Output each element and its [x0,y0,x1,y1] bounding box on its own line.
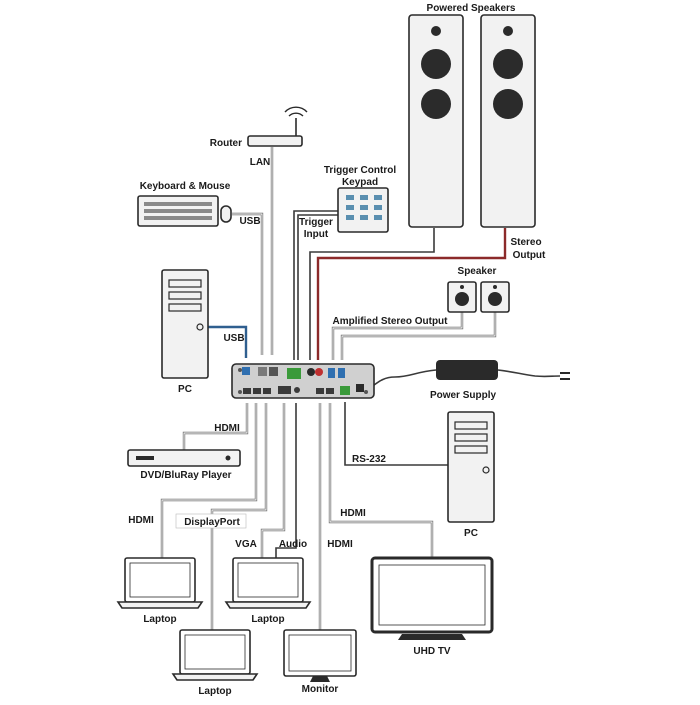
speakers: Speaker Amplified Stereo Output [333,266,510,327]
monitor-icon [283,629,357,677]
laptop-3-label: Laptop [198,686,231,697]
laptop-icon [179,629,251,675]
rs232-port-icon [340,386,350,395]
pc-tower-right [447,411,495,523]
router-label: Router [210,138,242,149]
dvd-hdmi-label: HDMI [214,423,240,434]
laptop-icon [232,557,304,603]
displayport-label-box [175,513,247,529]
keyboard-usb-label: USB [239,216,260,227]
speaker-terminal-icon [338,368,345,378]
powered-speakers-label: Powered Speakers [427,3,516,14]
pc-right-label: PC [464,528,478,539]
pc-usb-cable [208,325,248,358]
tweeter-icon [431,26,441,36]
stereo-jack-icon [315,368,323,376]
hdmi-port-icon [326,388,334,394]
amplified-stereo-output-label: Amplified Stereo Output [333,316,449,327]
trigger-input-cable [293,210,350,360]
uhd-tv-label: UHD TV [413,646,451,657]
power-button-icon [196,323,204,331]
trigger-input-label-2: Input [304,229,329,240]
dvd-player: DVD/BluRay Player HDMI [127,423,241,481]
laptop-1: Laptop [116,557,204,625]
displayport-label: DisplayPort [184,517,240,528]
powered-speaker-right [480,14,536,228]
mouse-icon [220,205,232,223]
powered-speaker-left [408,14,464,228]
laptop-icon [124,557,196,603]
vga-label: VGA [235,539,257,550]
displayport-port-icon [263,388,271,394]
dvd-player-label: DVD/BluRay Player [140,470,231,481]
trigger-keypad: Trigger Control Keypad Trigger Input [299,165,396,240]
woofer-icon [421,49,451,79]
pc-tower-left [161,269,209,379]
power-ac-cable [497,369,561,378]
pc-usb-label: USB [223,333,244,344]
keyboard-mouse-label: Keyboard & Mouse [140,181,231,192]
stereo-output-cable-left [309,228,435,360]
power-dc-cable [364,369,437,392]
power-supply: Power Supply [430,360,570,401]
tv-hdmi-label: HDMI [340,508,366,519]
trigger-input-label-1: Trigger [299,217,333,228]
monitor-label: Monitor [302,684,339,695]
power-supply-label: Power Supply [430,390,497,401]
vga-port-icon [278,386,291,394]
stereo-output-label-2: Output [513,250,546,261]
trigger-port-icon [287,368,301,379]
dvd-player-device [127,449,241,467]
stereo-output-label-1: Stereo [510,237,541,248]
pc-right: PC [447,411,495,539]
uhd-tv: UHD TV [370,556,494,657]
tv-icon [370,556,494,634]
laptop-2-label: Laptop [251,614,284,625]
power-port-icon [356,384,364,392]
laptop-2: Laptop [224,557,312,625]
power-adapter-icon [436,360,498,380]
trigger-keypad-label-1: Trigger Control [324,165,396,176]
speaker-cone-icon [455,292,469,306]
switcher-unit [231,363,375,399]
lan-label: LAN [250,157,271,168]
audio-jack-icon [294,387,300,393]
rs232-label: RS-232 [352,454,386,465]
powered-speakers: Powered Speakers [408,3,536,228]
usb-port-icon [242,367,250,375]
speaker-terminal-icon [328,368,335,378]
audio-label: Audio [279,539,307,550]
monitor: Monitor [283,629,357,695]
hdmi-port-icon [316,388,324,394]
monitor-hdmi-label: HDMI [327,539,353,550]
stereo-output-cable-right [316,228,507,360]
hdmi-port-icon [253,388,261,394]
power-button-icon [482,466,490,474]
pc-left-label: PC [178,384,192,395]
cables [160,147,561,630]
lan-port-icon [269,367,278,376]
pc-left: PC USB [161,269,245,395]
router-device [247,135,303,147]
rs232-cable [344,402,448,466]
stereo-jack-icon [307,368,315,376]
laptop2-audio-cable [275,403,297,558]
laptop-1-label: Laptop [143,614,176,625]
wifi-icon [288,112,304,117]
hdmi-port-icon [243,388,251,394]
laptop-3: Laptop [171,629,259,697]
trigger-keypad-label-2: Keypad [342,177,378,188]
laptop1-hdmi-label: HDMI [128,515,154,526]
keyboard-mouse: Keyboard & Mouse USB [137,181,261,227]
router: Router LAN [210,106,308,168]
usb-port-icon [258,367,267,376]
speaker-label: Speaker [458,266,497,277]
